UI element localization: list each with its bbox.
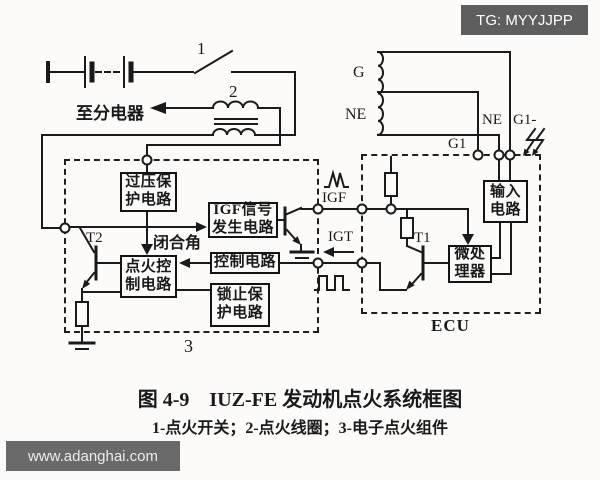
wire-coil-to-module: [41, 134, 214, 229]
figure-legend: 1-点火开关；2-点火线圈；3-电子点火组件: [152, 420, 448, 437]
g1-label: G1: [448, 136, 467, 152]
wire-to-igf-generator: [68, 222, 207, 232]
igt-direction-arrow: [323, 247, 354, 257]
ecu-boundary: [361, 154, 541, 314]
igt-square-wave-icon: [314, 275, 350, 291]
interference-icon: [523, 127, 546, 156]
battery-icon: [46, 56, 194, 88]
pickup-coil-icon: [376, 50, 511, 152]
input-circuit-wires: [491, 158, 512, 275]
distributor-arrow: [150, 102, 214, 114]
wire-switch-to-coil: [231, 71, 296, 136]
ignition-coil-icon: [211, 100, 260, 137]
figure-title: 图 4-9 IUZ-FE 发动机点火系统框图: [137, 389, 463, 411]
transistor-t1-icon: [405, 244, 449, 290]
igf-waveform-icon: [324, 169, 349, 188]
to-distributor-label: 至分电器: [76, 104, 144, 123]
coil-number-label: 2: [229, 82, 238, 101]
ne-coil-label: NE: [345, 106, 367, 123]
ignition-control-box: 点火控 制电路: [120, 255, 177, 298]
output-transistor-icon: [283, 206, 314, 252]
terminal-nodes: [59, 149, 516, 269]
module-number-label: 3: [184, 336, 193, 356]
dwell-angle-label: 闭合角: [153, 235, 202, 252]
resistor-r1-icon: [384, 156, 398, 205]
emitter-resistor-icon: [75, 301, 89, 327]
ecu-label: ECU: [431, 316, 470, 335]
wire-igt-to-t1-emitter: [365, 262, 407, 291]
wire-primary-feed: [146, 107, 281, 157]
t2-label: T2: [86, 230, 103, 246]
tg-watermark-badge: TG: MYYJJPP: [461, 5, 588, 35]
igf-signal-generator-box: IGF信号 发生电路: [208, 202, 278, 238]
ground-symbol-t2: [68, 325, 96, 350]
dwell-angle-arrow: [141, 211, 153, 255]
microprocessor-box: 微处 理器: [448, 245, 492, 283]
switch-number-label: 1: [197, 39, 206, 58]
control-to-ignition-arrow: [179, 258, 211, 268]
input-circuit-box: 输入 电路: [483, 180, 528, 223]
lock-protection-box: 锁止保 护电路: [210, 283, 270, 327]
igt-label: IGT: [328, 229, 353, 245]
overvoltage-protection-box: 过压保 护电路: [120, 172, 177, 212]
electronic-ignition-module-boundary: [64, 159, 319, 333]
transistor-t2-icon: [78, 226, 121, 303]
ne-terminal-label: NE: [482, 112, 502, 128]
site-watermark-bar: www.adanghai.com: [6, 441, 180, 471]
t1-label: T1: [414, 230, 431, 246]
resistor-r2-icon: [400, 208, 414, 247]
g1-minus-label: G1-: [513, 112, 537, 128]
igf-label: IGF: [322, 190, 347, 206]
control-circuit-box: 控制电路: [210, 252, 280, 274]
ground-symbol-output: [289, 250, 315, 259]
g-coil-label: G: [353, 64, 365, 81]
ignition-switch-icon: [193, 49, 234, 75]
